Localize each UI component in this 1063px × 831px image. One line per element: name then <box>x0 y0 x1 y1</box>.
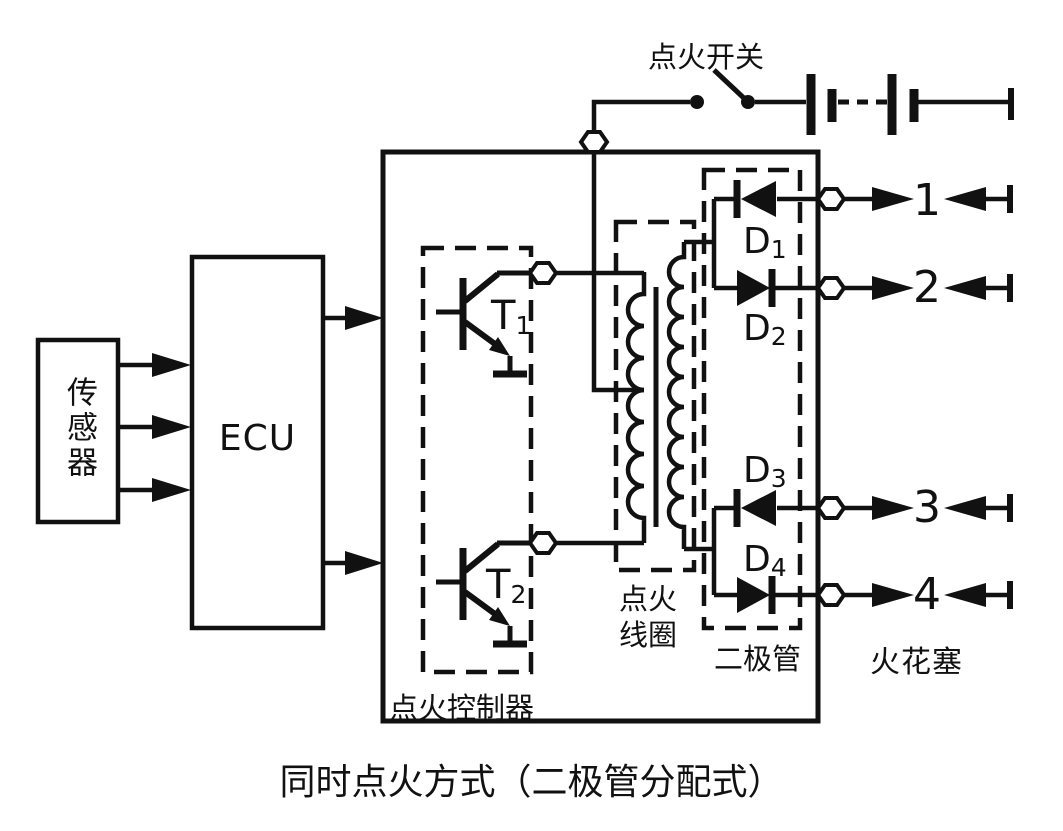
d1-sub-text: 1 <box>770 235 787 264</box>
plug2-left-arrowhead <box>944 276 986 300</box>
hex-terminal-plug1 <box>815 187 847 211</box>
t1-main-text: T <box>491 293 516 339</box>
d3-triangle <box>741 490 776 526</box>
switch-contact-dot <box>690 95 704 109</box>
ecu-label: ECU <box>218 418 297 459</box>
sensor-label: 传感器 <box>61 376 97 481</box>
sensor-arrowhead <box>152 415 191 439</box>
controller-dashed-box <box>420 245 534 675</box>
spark-plugs-label: 火花塞 <box>870 645 963 680</box>
hex-terminal-t1 <box>527 261 559 285</box>
t2-main-text: T <box>486 562 511 608</box>
spark-plug-number-1: 1 <box>913 175 941 226</box>
t2-emitter-arrowhead <box>489 607 510 626</box>
t2-sub-text: 2 <box>510 580 527 609</box>
primary-winding <box>625 272 647 543</box>
hex-terminal-plug2 <box>815 276 847 300</box>
ignition-switch-label: 点火开关 <box>647 40 764 74</box>
supply-drop-wire <box>591 152 644 393</box>
transistor-t2 <box>436 540 530 648</box>
ecu-box <box>189 254 326 631</box>
spark-plug-number-4: 4 <box>913 569 941 620</box>
ecu-to-igniter-arrows <box>323 306 383 575</box>
diode-d2-label: D2 <box>743 311 787 355</box>
coil-label-line2: 线圈 <box>618 618 677 652</box>
transistor-t1-label: T1 <box>491 296 532 345</box>
d2-main-text: D <box>743 308 771 349</box>
sensor-arrowhead <box>152 353 191 377</box>
ecu-arrowhead <box>345 551 383 575</box>
d1-triangle <box>741 181 776 217</box>
coil-dashed-box <box>613 219 697 573</box>
d1-main-text: D <box>743 221 771 262</box>
t1-emitter-diag <box>463 319 497 347</box>
supply-wire <box>591 99 690 132</box>
d2-triangle <box>737 270 770 306</box>
plug4-right-arrowhead <box>872 583 914 607</box>
diode-dashed-box <box>701 167 803 631</box>
d2-sub-text: 2 <box>770 322 787 351</box>
plug1-left-arrowhead <box>944 187 986 211</box>
secondary-winding <box>666 242 687 549</box>
diode-network <box>711 180 818 614</box>
t1-collector-diag <box>463 271 500 304</box>
switch-contact-dot <box>741 95 755 109</box>
spark-plug-number-3: 3 <box>913 482 941 533</box>
transistor-t1 <box>436 270 530 378</box>
spark-plug-arrowheads <box>872 187 986 607</box>
diode-d3-label: D3 <box>743 453 787 497</box>
plug3-left-arrowhead <box>944 496 986 520</box>
d3-main-text: D <box>743 450 771 491</box>
hex-terminal-t2 <box>527 531 559 555</box>
plug2-right-arrowhead <box>872 276 914 300</box>
plug3-right-arrowhead <box>872 496 914 520</box>
d3-sub-text: 3 <box>770 464 787 493</box>
ecu-arrowhead <box>345 306 383 330</box>
diode-group-label: 二极管 <box>714 642 802 676</box>
t1-emitter-arrowhead <box>489 337 510 356</box>
plug1-right-arrowhead <box>872 187 914 211</box>
d4-triangle <box>737 577 770 613</box>
d4-sub-text: 4 <box>770 553 787 582</box>
spark-plug-number-2: 2 <box>913 262 941 313</box>
coil-label-line1: 点火 <box>618 582 677 616</box>
t2-collector-diag <box>463 541 500 574</box>
t2-emitter-diag <box>463 589 497 617</box>
sensor-box <box>35 337 121 525</box>
diode-d4-label: D4 <box>743 542 787 586</box>
switch-battery-circuit <box>591 68 1014 135</box>
d4-main-text: D <box>743 539 771 580</box>
coil-label: 点火线圈 <box>612 581 684 653</box>
sensor-to-ecu-arrows <box>118 353 191 502</box>
ignition-coil <box>625 239 714 552</box>
switch-blade <box>712 68 749 103</box>
diagram-title: 同时点火方式（二极管分配式） <box>279 762 784 803</box>
plug4-left-arrowhead <box>944 583 986 607</box>
hex-terminal-plug4 <box>815 583 847 607</box>
spark-plug-lines <box>844 185 1013 609</box>
transistor-t2-label: T2 <box>486 565 527 614</box>
sensor-arrowhead <box>152 478 191 502</box>
hex-terminal-plug3 <box>815 496 847 520</box>
controller-label: 点火控制器 <box>389 691 535 725</box>
diode-d1-label: D1 <box>743 224 787 268</box>
hex-terminal-supply <box>578 130 610 154</box>
hex-terminals <box>527 130 847 607</box>
t1-sub-text: 1 <box>515 311 532 340</box>
